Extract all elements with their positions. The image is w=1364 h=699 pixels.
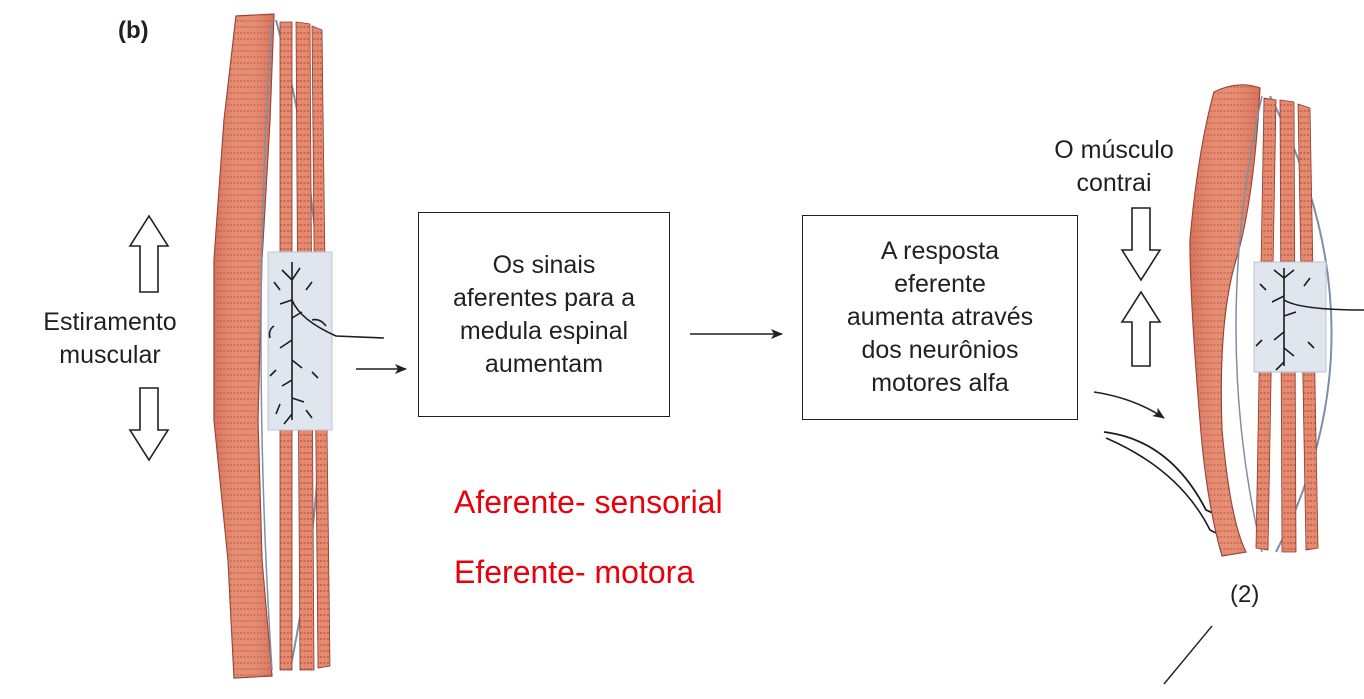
- motor-nerve-path: [1103, 431, 1233, 523]
- spindle-central-region: [267, 251, 333, 431]
- stretch-label-line-2: muscular: [59, 341, 161, 369]
- sensory-nerve-endings: [268, 262, 385, 425]
- box2-line-2: eferente: [894, 270, 986, 298]
- pointer-line: [1163, 625, 1213, 685]
- contract-label-line-1: O músculo: [1054, 136, 1174, 164]
- efferent-note: Eferente- motora: [454, 554, 695, 590]
- afferent-signals-box: Os sinais aferentes para a medula espina…: [418, 212, 670, 417]
- sensory-nerve-endings-right: [1255, 268, 1364, 371]
- box2-line-4: dos neurônios: [861, 336, 1019, 364]
- box2-line-1: A resposta: [880, 237, 1000, 265]
- box1-line-2: aferentes para a: [452, 283, 636, 312]
- step-label: (2): [1230, 581, 1260, 608]
- box1-line-3: medula espinal: [459, 316, 629, 345]
- afferent-note: Aferente- sensorial: [454, 484, 723, 520]
- arrow-box2-to-muscle: [1093, 391, 1165, 419]
- stretched-muscle-illustration: [213, 13, 385, 679]
- box2-line-3: aumenta através: [846, 303, 1034, 331]
- extrafusal-fiber-right: [1189, 84, 1261, 557]
- contract-up-arrow-icon: [1120, 290, 1162, 367]
- stretch-label-line-1: Estiramento: [43, 308, 177, 336]
- efferent-response-box: A resposta eferente aumenta através dos …: [802, 215, 1078, 420]
- box1-line-1: Os sinais: [492, 250, 596, 279]
- spindle-central-region-right: [1253, 261, 1327, 373]
- box1-line-4: aumentam: [484, 349, 604, 378]
- contract-label-line-2: contrai: [1076, 169, 1152, 197]
- panel-label: (b): [118, 17, 149, 44]
- extrafusal-fiber-left: [213, 13, 275, 679]
- contract-label: O músculo contrai: [1026, 134, 1202, 200]
- stretch-down-arrow-icon: [128, 387, 170, 462]
- contract-down-arrow-icon: [1120, 207, 1162, 282]
- stretch-up-arrow-icon: [128, 214, 170, 293]
- contracted-muscle-illustration: [1189, 84, 1364, 557]
- stretch-label: Estiramento muscular: [22, 306, 198, 372]
- box2-line-5: motores alfa: [871, 369, 1009, 397]
